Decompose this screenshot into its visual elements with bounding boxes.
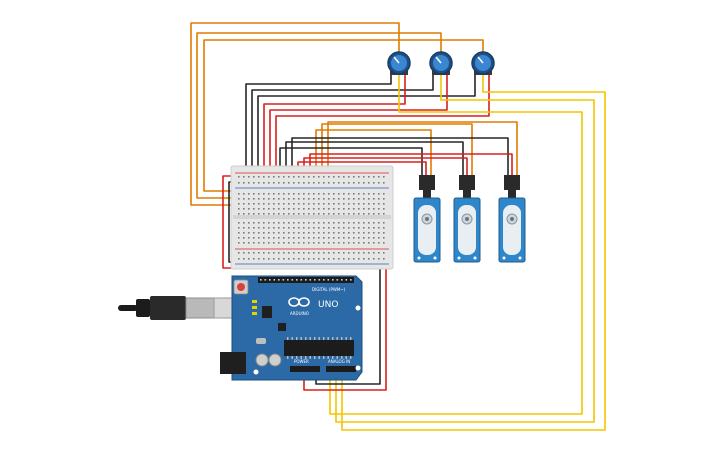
servo-1[interactable] bbox=[413, 175, 441, 263]
potentiometer-1[interactable] bbox=[387, 51, 411, 75]
wire-black-pot2 bbox=[251, 71, 434, 173]
wire-red-to-5v bbox=[303, 261, 387, 391]
wire-yellow-pot2 bbox=[335, 71, 595, 423]
wire-black-pot3 bbox=[257, 71, 476, 173]
board-brand-label: ARDUINO bbox=[290, 311, 309, 316]
servos bbox=[413, 175, 526, 263]
wire-black-servo3 bbox=[291, 137, 509, 177]
arduino-uno-board[interactable]: UNO ARDUINO DIGITAL (PWM~) POWER ANALOG … bbox=[220, 275, 363, 381]
wire-red-rail-left bbox=[222, 175, 237, 269]
arduino-logo bbox=[288, 297, 310, 307]
potentiometer-3[interactable] bbox=[471, 51, 495, 75]
breadboard bbox=[230, 165, 394, 270]
wire-orange-servo2 bbox=[321, 123, 473, 191]
servo-2[interactable] bbox=[453, 175, 481, 263]
microcontroller-pins bbox=[287, 337, 352, 359]
power-header-label: POWER bbox=[294, 359, 309, 364]
board-model-label: UNO bbox=[318, 300, 338, 310]
wire-red-servo3 bbox=[309, 153, 513, 177]
breadboard-holes bbox=[238, 176, 385, 260]
potentiometer-2[interactable] bbox=[429, 51, 453, 75]
usb-cable[interactable] bbox=[118, 296, 249, 320]
wire-red-pot3 bbox=[275, 71, 490, 173]
wire-yellow-pot3 bbox=[341, 71, 606, 431]
wire-red-servo2 bbox=[303, 157, 468, 177]
wire-black-pot1 bbox=[245, 71, 392, 173]
digital-pin-header bbox=[260, 279, 352, 281]
wire-red-pot2 bbox=[269, 71, 448, 173]
servo-3[interactable] bbox=[498, 175, 526, 263]
wire-orange-servo3 bbox=[327, 121, 518, 191]
wire-red-pot1 bbox=[263, 71, 406, 173]
wire-black-servo2 bbox=[285, 141, 464, 177]
digital-header-label: DIGITAL (PWM~) bbox=[312, 287, 346, 292]
wire-yellow-pot1 bbox=[329, 71, 583, 415]
analog-header-label: ANALOG IN bbox=[328, 359, 350, 364]
wire-orange-servo1 bbox=[315, 129, 432, 191]
potentiometers bbox=[387, 51, 495, 75]
